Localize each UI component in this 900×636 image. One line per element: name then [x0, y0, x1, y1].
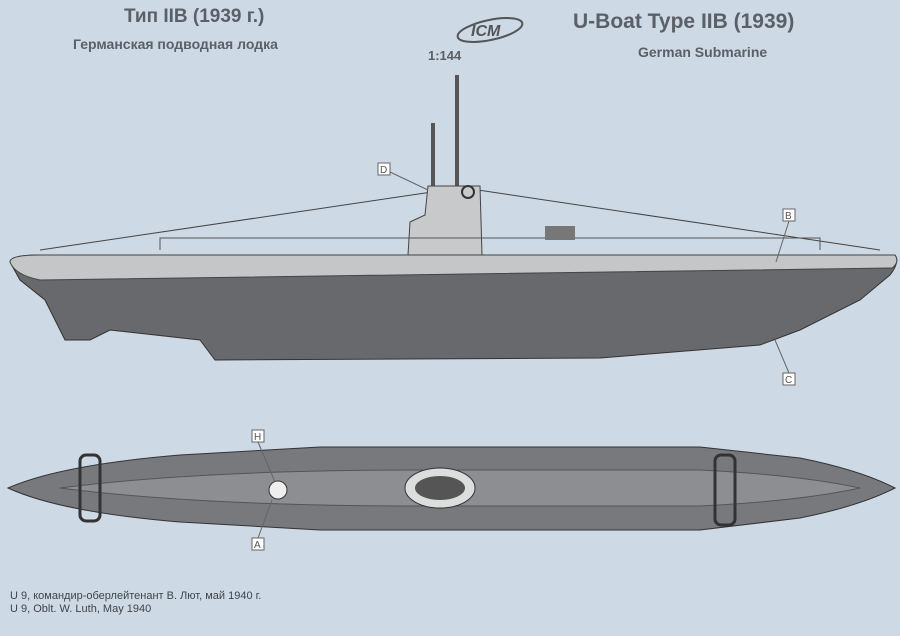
svg-text:ICM: ICM	[471, 23, 501, 40]
callout-d: D	[380, 165, 387, 176]
deck	[9, 254, 898, 281]
caption-english: U 9, Oblt. W. Luth, May 1940	[10, 603, 152, 615]
callout-c: C	[785, 375, 792, 386]
scale-label: 1:144	[428, 48, 462, 63]
callouts: D B C H A	[251, 162, 796, 551]
caption-russian: U 9, командир-оберлейтенант В. Лют, май …	[10, 590, 262, 602]
callout-h: H	[254, 432, 261, 443]
subtitle-english: German Submarine	[638, 44, 768, 60]
title-russian: Тип IIB (1939 г.)	[124, 6, 265, 27]
callout-b: B	[785, 211, 792, 222]
periscope	[455, 75, 459, 187]
title-english: U-Boat Type IIB (1939)	[573, 10, 795, 33]
icm-logo: ICM	[456, 17, 524, 43]
side-view	[9, 75, 898, 361]
subtitle-russian: Германская подводная лодка	[73, 36, 278, 52]
callout-a: A	[254, 540, 261, 551]
periscope	[431, 123, 435, 188]
top-view	[6, 446, 897, 531]
